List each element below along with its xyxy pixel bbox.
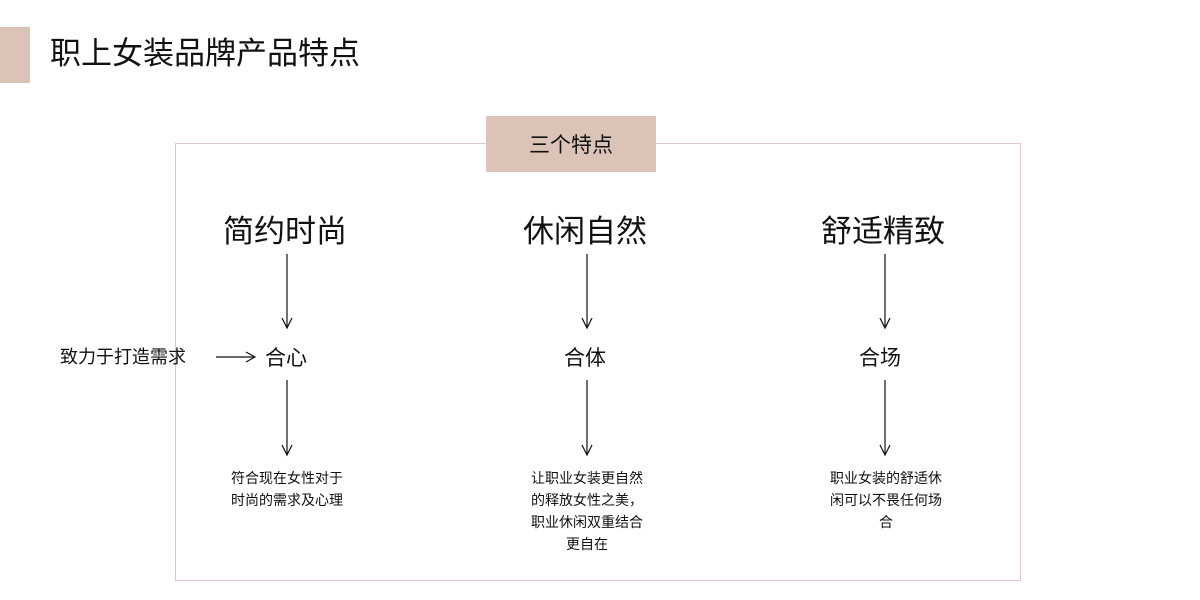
- arrow-down-sub-2: [581, 380, 593, 457]
- feature-title-3: 舒适精致: [821, 214, 945, 250]
- arrow-down-feature-2: [581, 254, 593, 330]
- diagram-header: 三个特点: [486, 116, 656, 172]
- feature-desc-3: 职业女装的舒适休闲可以不畏任何场合: [830, 471, 942, 531]
- side-note: 致力于打造需求: [60, 347, 186, 368]
- feature-sub-1: 合心: [265, 346, 307, 370]
- arrow-down-feature-3: [879, 254, 891, 330]
- feature-desc-2: 让职业女装更自然的释放女性之美，职业休闲双重结合更自在: [531, 471, 643, 553]
- arrow-down-feature-1: [281, 254, 293, 330]
- page-title: 职上女装品牌产品特点: [50, 36, 360, 72]
- feature-title-2: 休闲自然: [523, 214, 647, 250]
- feature-sub-2: 合体: [564, 346, 606, 370]
- feature-desc-1: 符合现在女性对于时尚的需求及心理: [231, 471, 343, 509]
- arrow-right-side-note: [216, 351, 257, 363]
- arrow-down-sub-1: [281, 380, 293, 457]
- feature-title-1: 简约时尚: [223, 214, 347, 250]
- arrow-down-sub-3: [879, 380, 891, 457]
- feature-sub-3: 合场: [859, 346, 901, 370]
- title-accent-bar: [0, 27, 30, 83]
